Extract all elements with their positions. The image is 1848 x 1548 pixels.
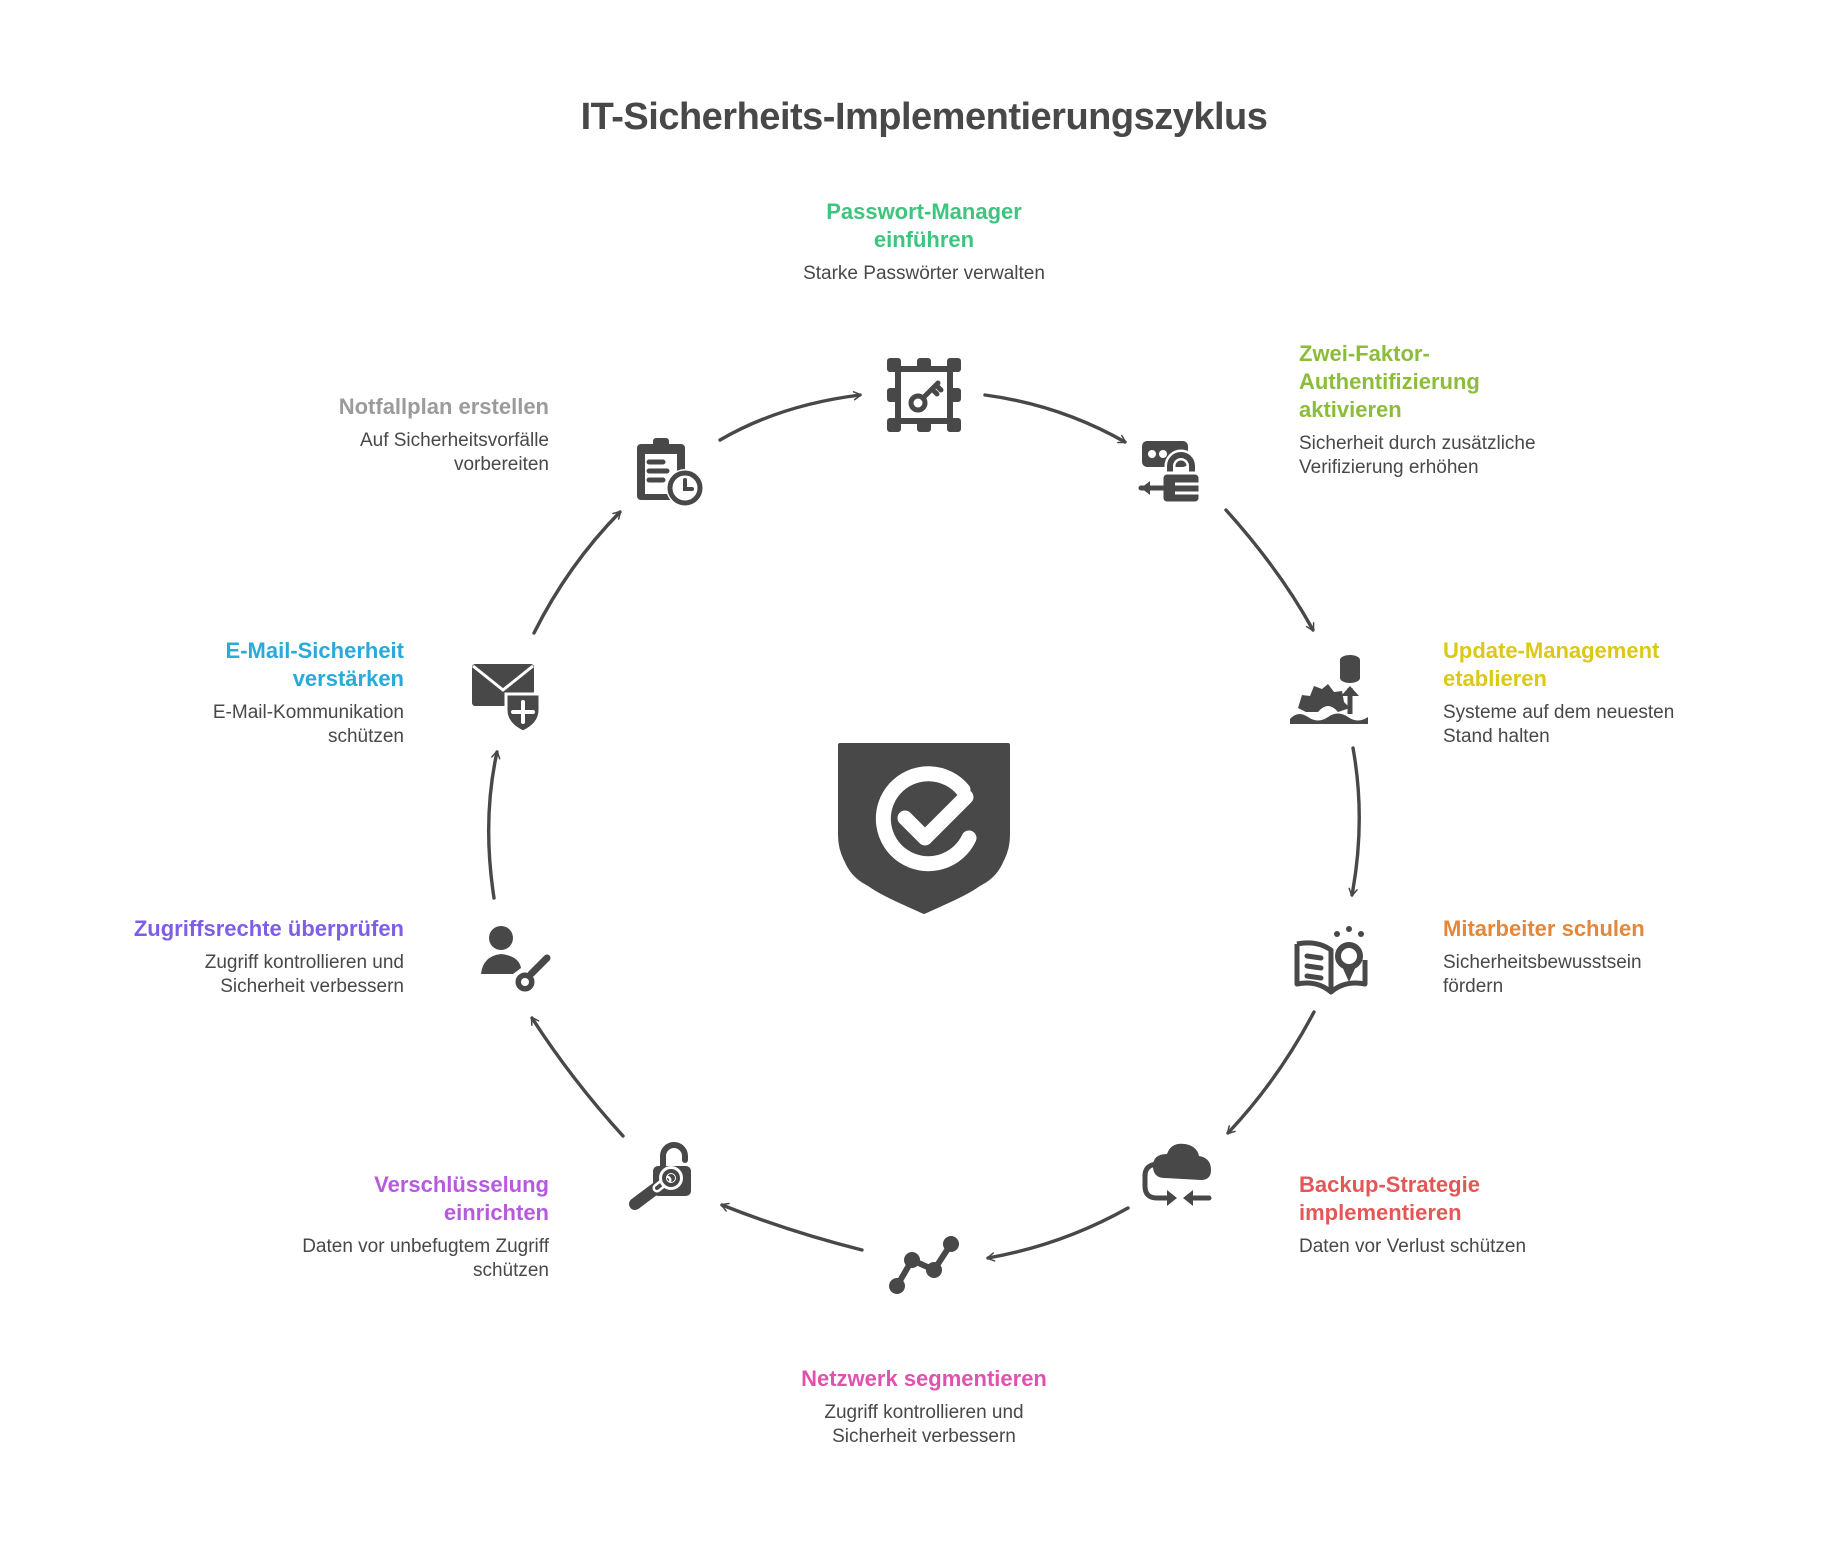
arrow-passwort-to-zweifaktor [983,393,1127,444]
step-title-line: Passwort-Manager [826,199,1022,224]
step-title: Notfallplan erstellen [249,393,549,421]
arrow-backup-to-netzwerk [986,1206,1130,1262]
step-email-sicherheit: E-Mail-Sicherheit verstärken E-Mail-Komm… [104,637,404,749]
step-title-line: einführen [873,227,975,252]
step-title: Verschlüsselung einrichten [249,1171,549,1227]
arrow-zugriff-to-email [486,750,501,900]
arrow-email-to-notfall [532,510,622,635]
step-notfallplan: Notfallplan erstellen Auf Sicherheitsvor… [249,393,549,477]
gear-database-upload-icon [1290,655,1368,724]
cloud-sync-icon [1142,1143,1212,1206]
step-title: E-Mail-Sicherheit verstärken [104,637,404,693]
step-title-line: etablieren [1443,666,1547,691]
step-title-line: Mitarbeiter schulen [1443,916,1645,941]
book-lightbulb-icon [1294,926,1368,995]
step-title-line: Backup-Strategie [1299,1172,1480,1197]
step-description: Auf Sicherheitsvorfälle vorbereiten [359,430,549,475]
step-title: Passwort-Manager einführen [759,198,1089,254]
step-description: Daten vor Verlust schützen [1299,1236,1527,1257]
diagram-title: IT-Sicherheits-Implementierungszyklus [580,96,1268,138]
step-description: Systeme auf dem neuesten Stand halten [1443,702,1675,747]
step-title-line: Authentifizierung [1299,369,1480,394]
step-title-line: aktivieren [1299,397,1402,422]
step-title-line: E-Mail-Sicherheit [225,638,404,663]
shield-check-icon [838,743,1010,914]
arrow-verschluesselung-to-zugriff [530,1016,625,1138]
clipboard-clock-icon [637,438,704,507]
step-title-line: einrichten [443,1200,549,1225]
step-backup-strategie: Backup-Strategie implementieren Daten vo… [1299,1171,1599,1259]
network-nodes-icon [889,1236,959,1294]
login-lock-icon [1138,441,1205,505]
step-title-line: Zwei-Faktor- [1299,341,1430,366]
step-title: Netzwerk segmentieren [759,1365,1089,1393]
step-verschluesselung: Verschlüsselung einrichten Daten vor unb… [249,1171,549,1283]
step-description: Daten vor unbefugtem Zugriff schützen [302,1236,549,1281]
step-title: Update-Management etablieren [1443,637,1743,693]
step-mitarbeiter-schulen: Mitarbeiter schulen Sicherheitsbewusstse… [1443,915,1743,999]
step-description: Zugriff kontrollieren und Sicherheit ver… [824,1402,1024,1447]
step-title-line: implementieren [1299,1200,1462,1225]
arrow-update-to-mitarbeiter [1348,746,1361,897]
step-description: Zugriff kontrollieren und Sicherheit ver… [204,952,404,997]
step-description: E-Mail-Kommunikation schützen [212,702,404,747]
step-title-line: Notfallplan erstellen [338,394,549,419]
step-description: Sicherheit durch zusätzliche Verifizieru… [1299,433,1536,478]
arrow-notfall-to-passwort [718,391,862,442]
cycle-arrows [486,391,1361,1262]
step-title-line: Update-Management [1443,638,1660,663]
step-passwort-manager: Passwort-Manager einführen Starke Passwö… [759,198,1089,286]
step-title: Zugriffsrechte überprüfen [84,915,404,943]
step-zwei-faktor: Zwei-Faktor- Authentifizierung aktiviere… [1299,340,1599,480]
step-update-management: Update-Management etablieren Systeme auf… [1443,637,1743,749]
step-description: Sicherheitsbewusstsein fördern [1443,952,1642,997]
arrow-mitarbeiter-to-backup [1226,1010,1316,1135]
arrow-zweifaktor-to-update [1224,508,1315,632]
mail-shield-icon [472,664,542,734]
step-title: Backup-Strategie implementieren [1299,1171,1599,1227]
arrow-netzwerk-to-verschluesselung [720,1202,864,1252]
step-title: Zwei-Faktor- Authentifizierung aktiviere… [1299,340,1599,424]
step-netzwerk-segmentieren: Netzwerk segmentieren Zugriff kontrollie… [759,1365,1089,1449]
step-title-line: verstärken [292,666,404,691]
unlocked-padlock-key-icon [629,1142,691,1210]
step-title: Mitarbeiter schulen [1443,915,1743,943]
step-title-line: Verschlüsselung [374,1172,549,1197]
key-frame-icon [887,358,961,432]
step-zugriffsrechte: Zugriffsrechte überprüfen Zugriff kontro… [84,915,404,999]
step-title-line: Zugriffsrechte überprüfen [133,916,404,941]
step-description: Starke Passwörter verwalten [803,263,1045,284]
step-title-line: Netzwerk segmentieren [801,1366,1047,1391]
user-key-icon [481,926,551,995]
